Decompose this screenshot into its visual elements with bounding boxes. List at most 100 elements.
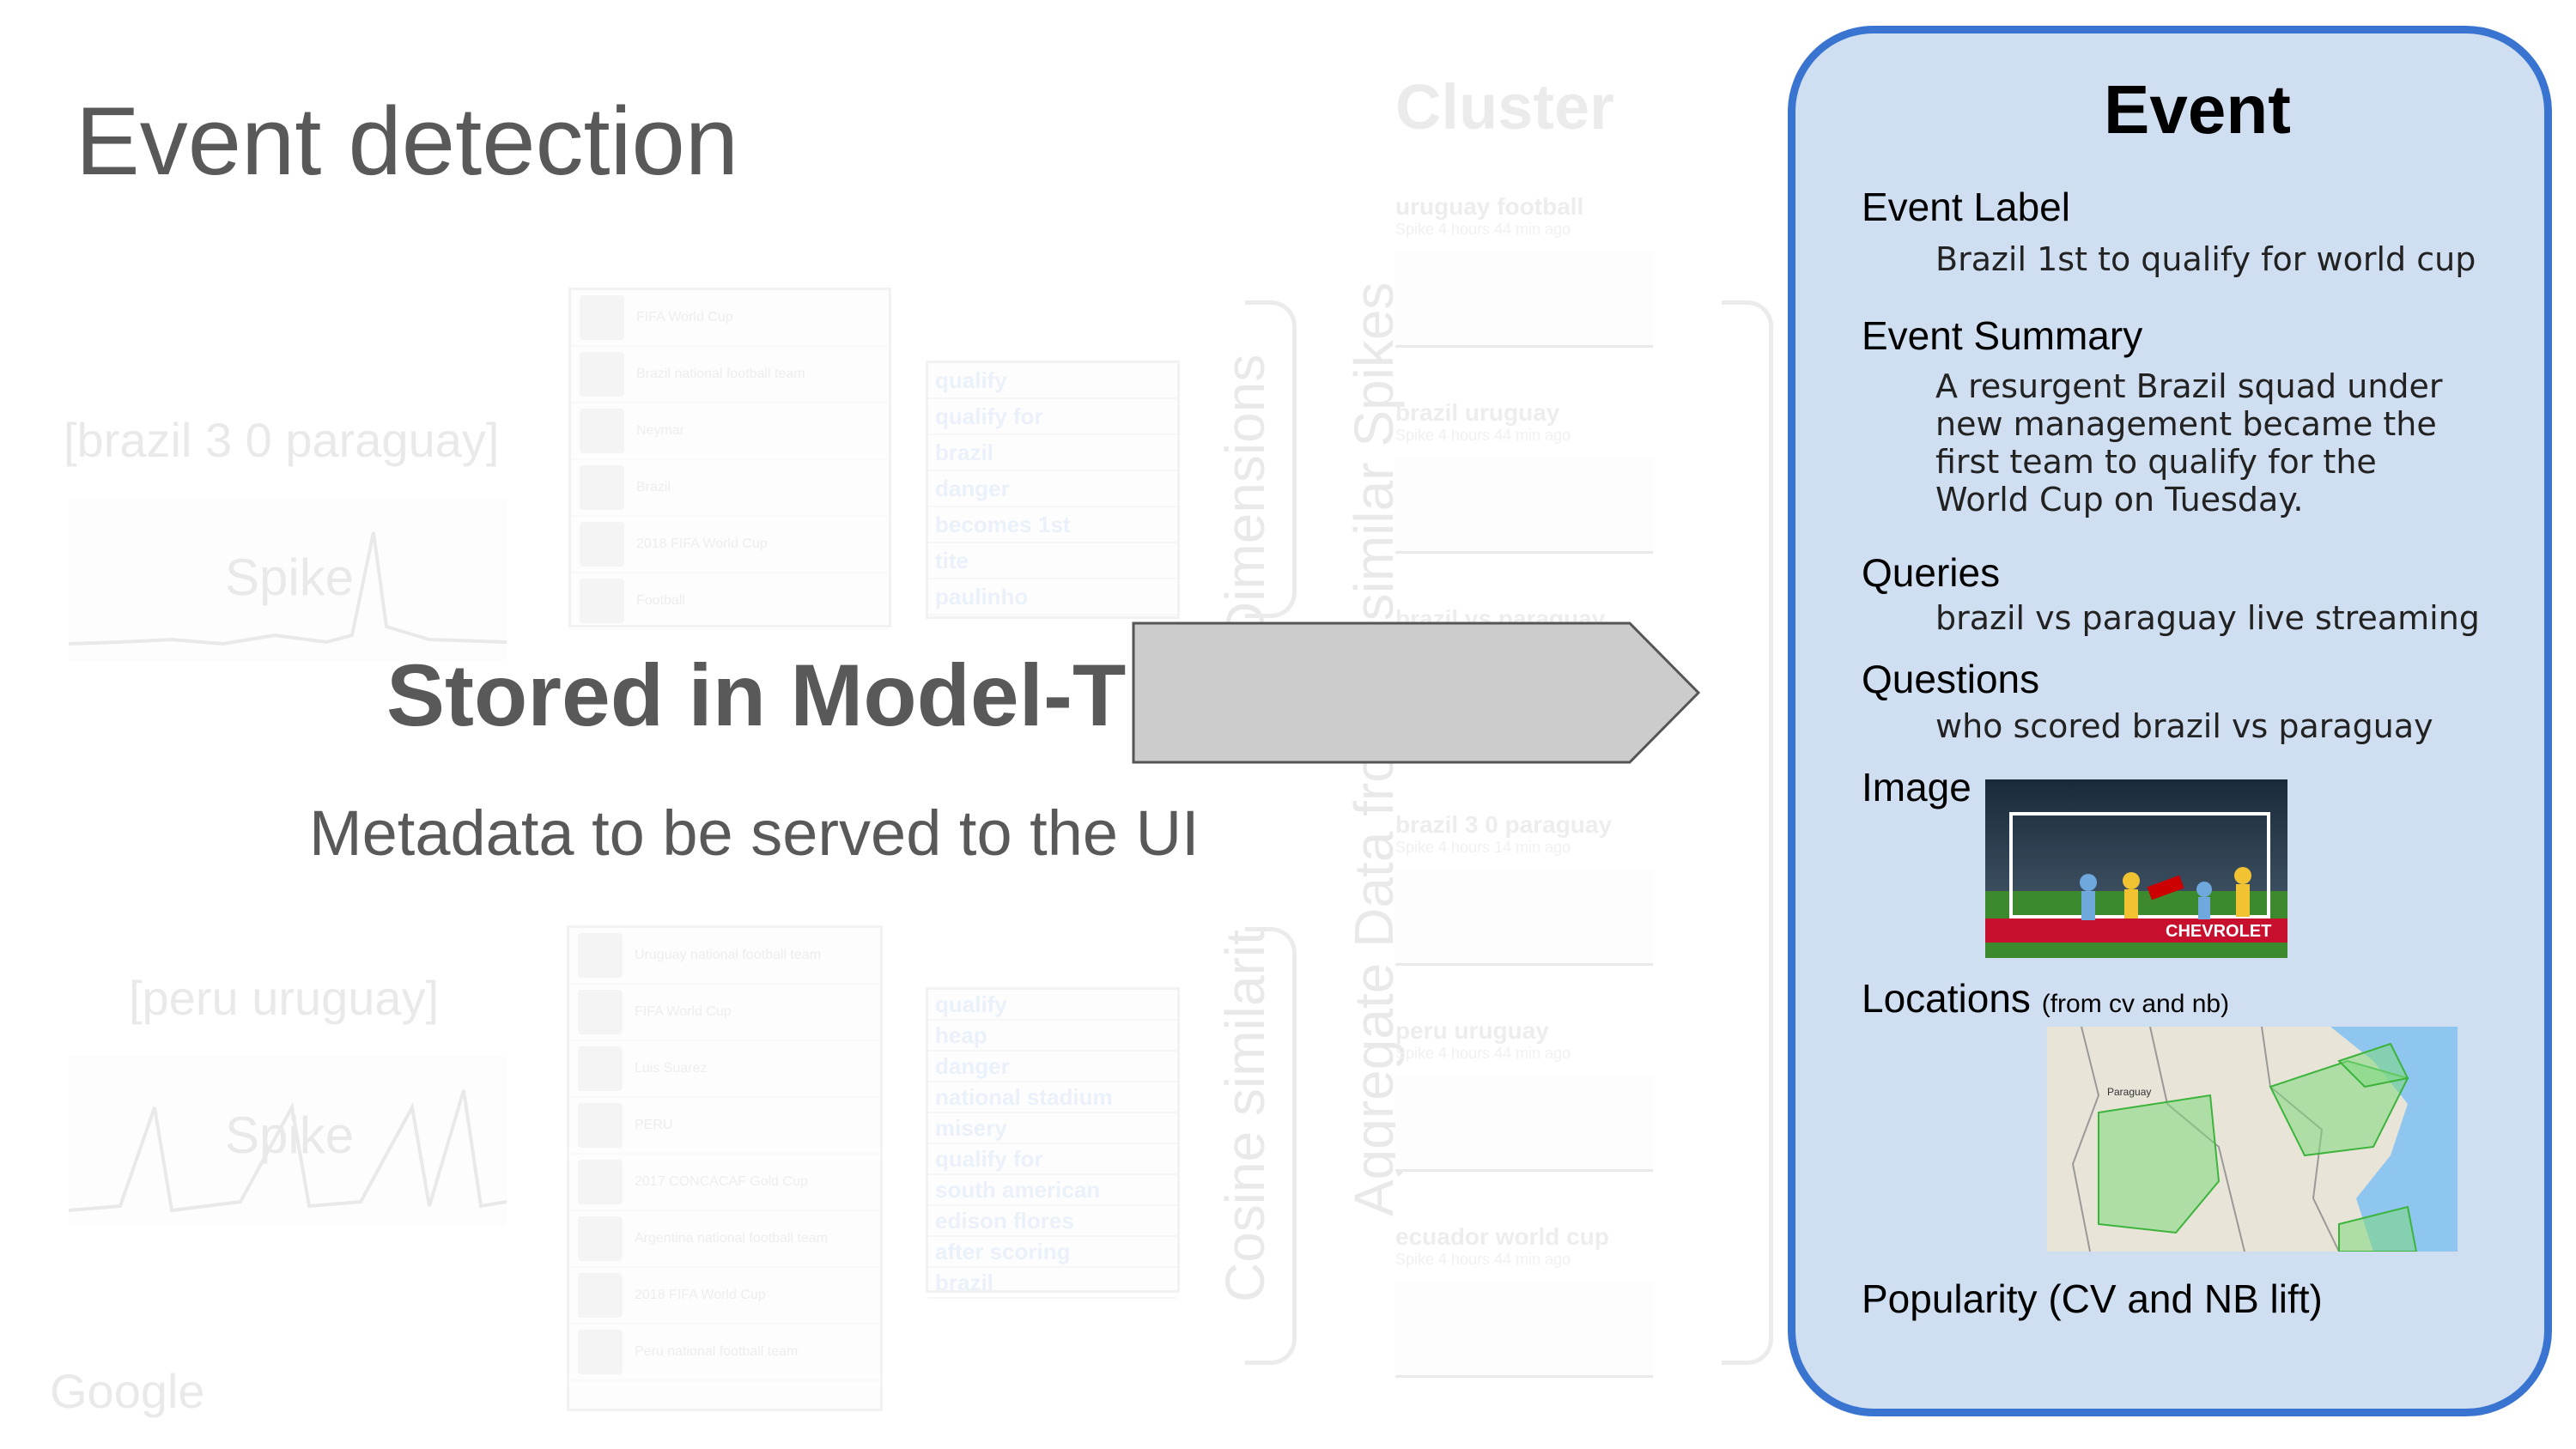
list-item: 2018 FIFA World Cup <box>569 1268 880 1325</box>
ghost-query-1: [brazil 3 0 paraguay] <box>64 413 500 467</box>
arrow-shape <box>1132 621 1701 764</box>
entity-name: FIFA World Cup <box>635 1004 732 1019</box>
cluster-item-sub: Spike 4 hours 44 min ago <box>1395 427 1571 444</box>
ghost-spike-chart-1 <box>69 498 507 661</box>
term: brazil <box>928 435 1177 471</box>
cluster-item-title: brazil uruguay <box>1395 399 1560 426</box>
list-item: PERU <box>569 1098 880 1155</box>
term: qualify for <box>928 1144 1177 1175</box>
ghost-query-2: [peru uruguay] <box>129 971 440 1025</box>
summary-line: new management became the <box>1935 405 2437 443</box>
list-item: FIFA World Cup <box>569 985 880 1041</box>
summary-line: first team to qualify for the <box>1935 443 2377 481</box>
cluster-item-sub: Spike 4 hours 44 min ago <box>1395 221 1571 238</box>
term: qualify for <box>928 399 1177 435</box>
locations-map: Paraguay <box>2047 1027 2458 1252</box>
entity-name: Peru national football team <box>635 1344 799 1359</box>
summary-line: A resurgent Brazil squad under <box>1935 367 2443 405</box>
bracket-top <box>1245 300 1297 618</box>
term: brazil <box>928 1268 1177 1299</box>
soccer-photo: CHEVROLET <box>1985 779 2287 958</box>
cluster-item-title: peru uruguay <box>1395 1017 1549 1044</box>
cluster-item-title: uruguay football <box>1395 193 1584 220</box>
list-item: FIFA World Cup <box>571 290 889 347</box>
event-panel-title: Event <box>2104 71 2291 148</box>
list-item: Argentina national football team <box>569 1211 880 1268</box>
cluster-item: brazil uruguay Spike 4 hours 44 min ago <box>1395 399 1653 571</box>
event-label-heading: Event Label <box>1862 185 2070 229</box>
queries-value: brazil vs paraguay live streaming <box>1935 599 2480 637</box>
popularity-heading: Popularity (CV and NB lift) <box>1862 1276 2323 1321</box>
cluster-item-sub: Spike 4 hours 14 min ago <box>1395 839 1571 856</box>
cluster-item: peru uruguay Spike 4 hours 44 min ago <box>1395 1017 1653 1189</box>
cluster-item-chart <box>1395 251 1653 348</box>
ghost-terms-bottom: qualify heap danger national stadium mis… <box>926 987 1180 1299</box>
term: tite <box>928 543 1177 579</box>
cluster-item-sub: Spike 4 hours 44 min ago <box>1395 1251 1571 1268</box>
locations-note: (from cv and nb) <box>2041 990 2230 1018</box>
google-watermark: Google <box>50 1364 205 1418</box>
ghost-spike-label-1: Spike <box>225 549 355 606</box>
queries-heading: Queries <box>1862 550 2001 595</box>
sub-heading: Metadata to be served to the UI <box>309 797 1200 869</box>
ghost-terms-top: qualify qualify for brazil danger become… <box>926 361 1180 619</box>
term: qualify <box>928 990 1177 1021</box>
term: heap <box>928 1021 1177 1052</box>
list-item: Football <box>571 573 889 630</box>
bracket-bottom <box>1245 927 1297 1365</box>
event-label-value: Brazil 1st to qualify for world cup <box>1935 240 2476 278</box>
term: becomes 1st <box>928 507 1177 543</box>
cluster-item: brazil 3 0 paraguay Spike 4 hours 14 min… <box>1395 811 1653 983</box>
entity-name: Luis Suarez <box>635 1061 708 1076</box>
entity-name: FIFA World Cup <box>636 310 733 324</box>
entity-name: Football <box>636 593 685 608</box>
term: danger <box>928 1052 1177 1082</box>
term: national stadium <box>928 1082 1177 1113</box>
list-item: Peru national football team <box>569 1325 880 1381</box>
entity-name: Argentina national football team <box>635 1231 829 1246</box>
cluster-item: ecuador world cup Spike 4 hours 44 min a… <box>1395 1223 1653 1395</box>
term: misery <box>928 1113 1177 1144</box>
entity-name: Uruguay national football team <box>635 948 822 962</box>
entity-name: Neymar <box>636 423 685 438</box>
event-summary-value: A resurgent Brazil squad under new manag… <box>1935 367 2443 518</box>
cluster-title: Cluster <box>1395 71 1614 142</box>
list-item: 2017 CONCACAF Gold Cup <box>569 1155 880 1211</box>
cluster-item-chart <box>1395 1281 1653 1378</box>
term: after scoring <box>928 1237 1177 1268</box>
summary-line: World Cup on Tuesday. <box>1935 481 2304 518</box>
term: edison flores <box>928 1206 1177 1237</box>
term: south american <box>928 1175 1177 1206</box>
cluster-item-chart <box>1395 869 1653 966</box>
map-city-label: Paraguay <box>2107 1086 2151 1098</box>
entity-name: 2018 FIFA World Cup <box>636 537 768 551</box>
cluster-item: uruguay football Spike 4 hours 44 min ag… <box>1395 193 1653 365</box>
cluster-item-sub: Spike 4 hours 44 min ago <box>1395 1045 1571 1062</box>
ghost-spike-chart-2 <box>69 1056 507 1228</box>
cluster-item-title: brazil 3 0 paraguay <box>1395 811 1613 838</box>
term: danger <box>928 471 1177 507</box>
term: qualify <box>928 363 1177 399</box>
event-summary-heading: Event Summary <box>1862 313 2143 358</box>
list-item: Brazil national football team <box>571 347 889 403</box>
locations-heading: Locations (from cv and nb) <box>1862 975 2229 1022</box>
entity-name: 2018 FIFA World Cup <box>635 1288 766 1302</box>
list-item: Uruguay national football team <box>569 928 880 985</box>
entity-name: Brazil national football team <box>636 367 805 381</box>
cluster-item-chart <box>1395 1075 1653 1172</box>
entity-name: 2017 CONCACAF Gold Cup <box>635 1174 808 1189</box>
term: paulinho <box>928 579 1177 615</box>
bracket-aggregate <box>1722 300 1773 1365</box>
ghost-entity-list-bottom: Uruguay national football team FIFA Worl… <box>567 925 883 1411</box>
cluster-item-chart <box>1395 457 1653 554</box>
list-item: 2018 FIFA World Cup <box>571 517 889 573</box>
entity-name: PERU <box>635 1118 673 1132</box>
ghost-entity-list-top: FIFA World Cup Brazil national football … <box>568 288 891 630</box>
background-diagram: [brazil 3 0 paraguay] Spike [peru urugua… <box>50 71 1773 1418</box>
entity-name: Brazil <box>636 480 671 494</box>
questions-value: who scored brazil vs paraguay <box>1935 707 2433 745</box>
cluster-item-title: ecuador world cup <box>1395 1223 1609 1250</box>
image-heading: Image <box>1862 765 1971 809</box>
ghost-spike-label-2: Spike <box>225 1106 355 1164</box>
slide-title: Event detection <box>76 88 739 195</box>
